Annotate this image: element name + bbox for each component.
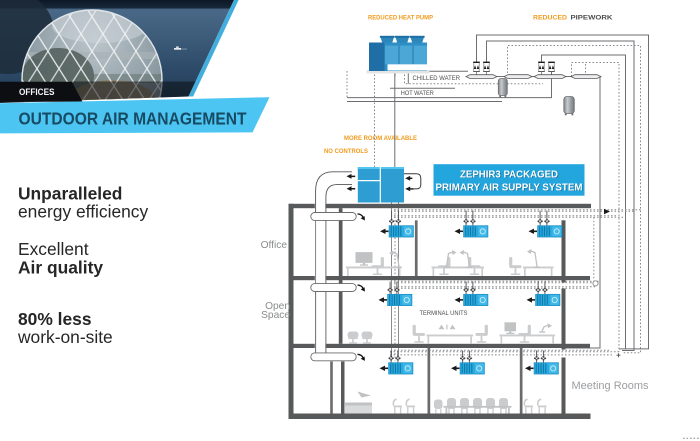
svg-text:Office: Office (261, 240, 288, 251)
svg-text:PRIMARY AIR SUPPLY SYSTEM: PRIMARY AIR SUPPLY SYSTEM (436, 182, 583, 193)
svg-text:CHILLED WATER: CHILLED WATER (413, 75, 461, 82)
svg-text:REDUCED: REDUCED (533, 15, 567, 22)
svg-text:Open: Open (265, 301, 290, 312)
svg-text:Air quality: Air quality (18, 258, 103, 278)
svg-text:OFFICES: OFFICES (19, 87, 55, 97)
svg-text:ZEPHIR3 PACKAGED: ZEPHIR3 PACKAGED (460, 169, 558, 180)
svg-text:energy efficiency: energy efficiency (18, 202, 148, 222)
svg-text:Unparalleled: Unparalleled (18, 184, 122, 204)
svg-text:ZEPHIR3 PACKAGED: ZEPHIR3 PACKAGED (461, 170, 559, 181)
svg-text:OUTDOOR AIR MANAGEMENT: OUTDOOR AIR MANAGEMENT (19, 109, 247, 129)
svg-text:PIPEWORK: PIPEWORK (571, 15, 613, 22)
svg-text:REDUCED HEAT PUMP: REDUCED HEAT PUMP (368, 15, 434, 22)
svg-text:HOT WATER: HOT WATER (401, 90, 434, 97)
svg-text:TERMINAL UNITS: TERMINAL UNITS (420, 310, 468, 317)
svg-text:work-on-site: work-on-site (17, 327, 113, 347)
svg-text:Meeting Rooms: Meeting Rooms (572, 380, 650, 392)
svg-text:NO CONTROLS: NO CONTROLS (324, 148, 369, 155)
svg-text:Space: Space (261, 310, 290, 321)
svg-text:80% less: 80% less (18, 309, 92, 329)
svg-text:Excellent: Excellent (18, 239, 89, 259)
svg-text:MORE ROOM AVAILABLE: MORE ROOM AVAILABLE (344, 135, 418, 142)
svg-text:PRIMARY AIR SUPPLY SYSTEM: PRIMARY AIR SUPPLY SYSTEM (436, 183, 583, 194)
